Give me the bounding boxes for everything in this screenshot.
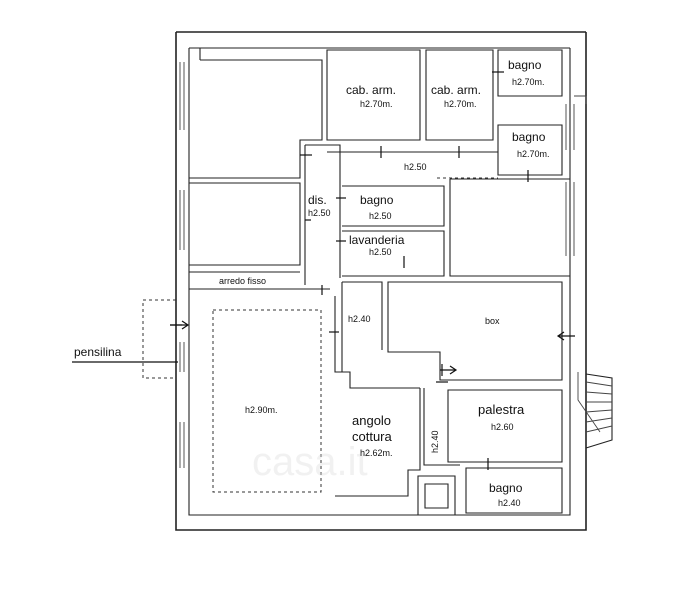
- dis-height: h2.50: [308, 208, 331, 218]
- cottura-label: cottura: [352, 429, 393, 444]
- bagno-top-label: bagno: [508, 58, 542, 72]
- arredo-fisso-label: arredo fisso: [219, 276, 266, 286]
- external-stairs: [577, 372, 613, 449]
- cab-arm-2-height: h2.70m.: [444, 99, 477, 109]
- angolo-label: angolo: [352, 413, 391, 428]
- lavanderia-height: h2.50: [369, 247, 392, 257]
- hall-height: h2.40: [348, 314, 371, 324]
- cab-arm-1-label: cab. arm.: [346, 83, 396, 97]
- cab-arm-2-label: cab. arm.: [431, 83, 481, 97]
- bagno-mid-height: h2.50: [369, 211, 392, 221]
- bagno-bottom-label: bagno: [489, 481, 523, 495]
- interior-walls: [189, 48, 570, 516]
- bagno-top-height: h2.70m.: [512, 77, 545, 87]
- windows: [179, 62, 587, 468]
- box-label: box: [485, 316, 500, 326]
- angolo-cottura-height: h2.62m.: [360, 448, 393, 458]
- door-marks: [170, 71, 575, 470]
- outer-walls: [175, 31, 587, 531]
- vertical-passage-height: h2.40: [430, 430, 440, 453]
- palestra-label: palestra: [478, 402, 525, 417]
- bagno-right-label: bagno: [512, 130, 546, 144]
- corridor-height: h2.50: [404, 162, 427, 172]
- soggiorno-height: h2.90m.: [245, 405, 278, 415]
- bagno-bottom-height: h2.40: [498, 498, 521, 508]
- cab-arm-1-height: h2.70m.: [360, 99, 393, 109]
- dis-label: dis.: [308, 193, 327, 207]
- bagno-right-height: h2.70m.: [517, 149, 550, 159]
- pensilina-label: pensilina: [74, 345, 122, 359]
- dashed-outlines: [142, 177, 498, 493]
- watermark-logo: casa.it: [252, 440, 368, 484]
- lavanderia-label: lavanderia: [349, 233, 405, 247]
- bagno-mid-label: bagno: [360, 193, 394, 207]
- palestra-height: h2.60: [491, 422, 514, 432]
